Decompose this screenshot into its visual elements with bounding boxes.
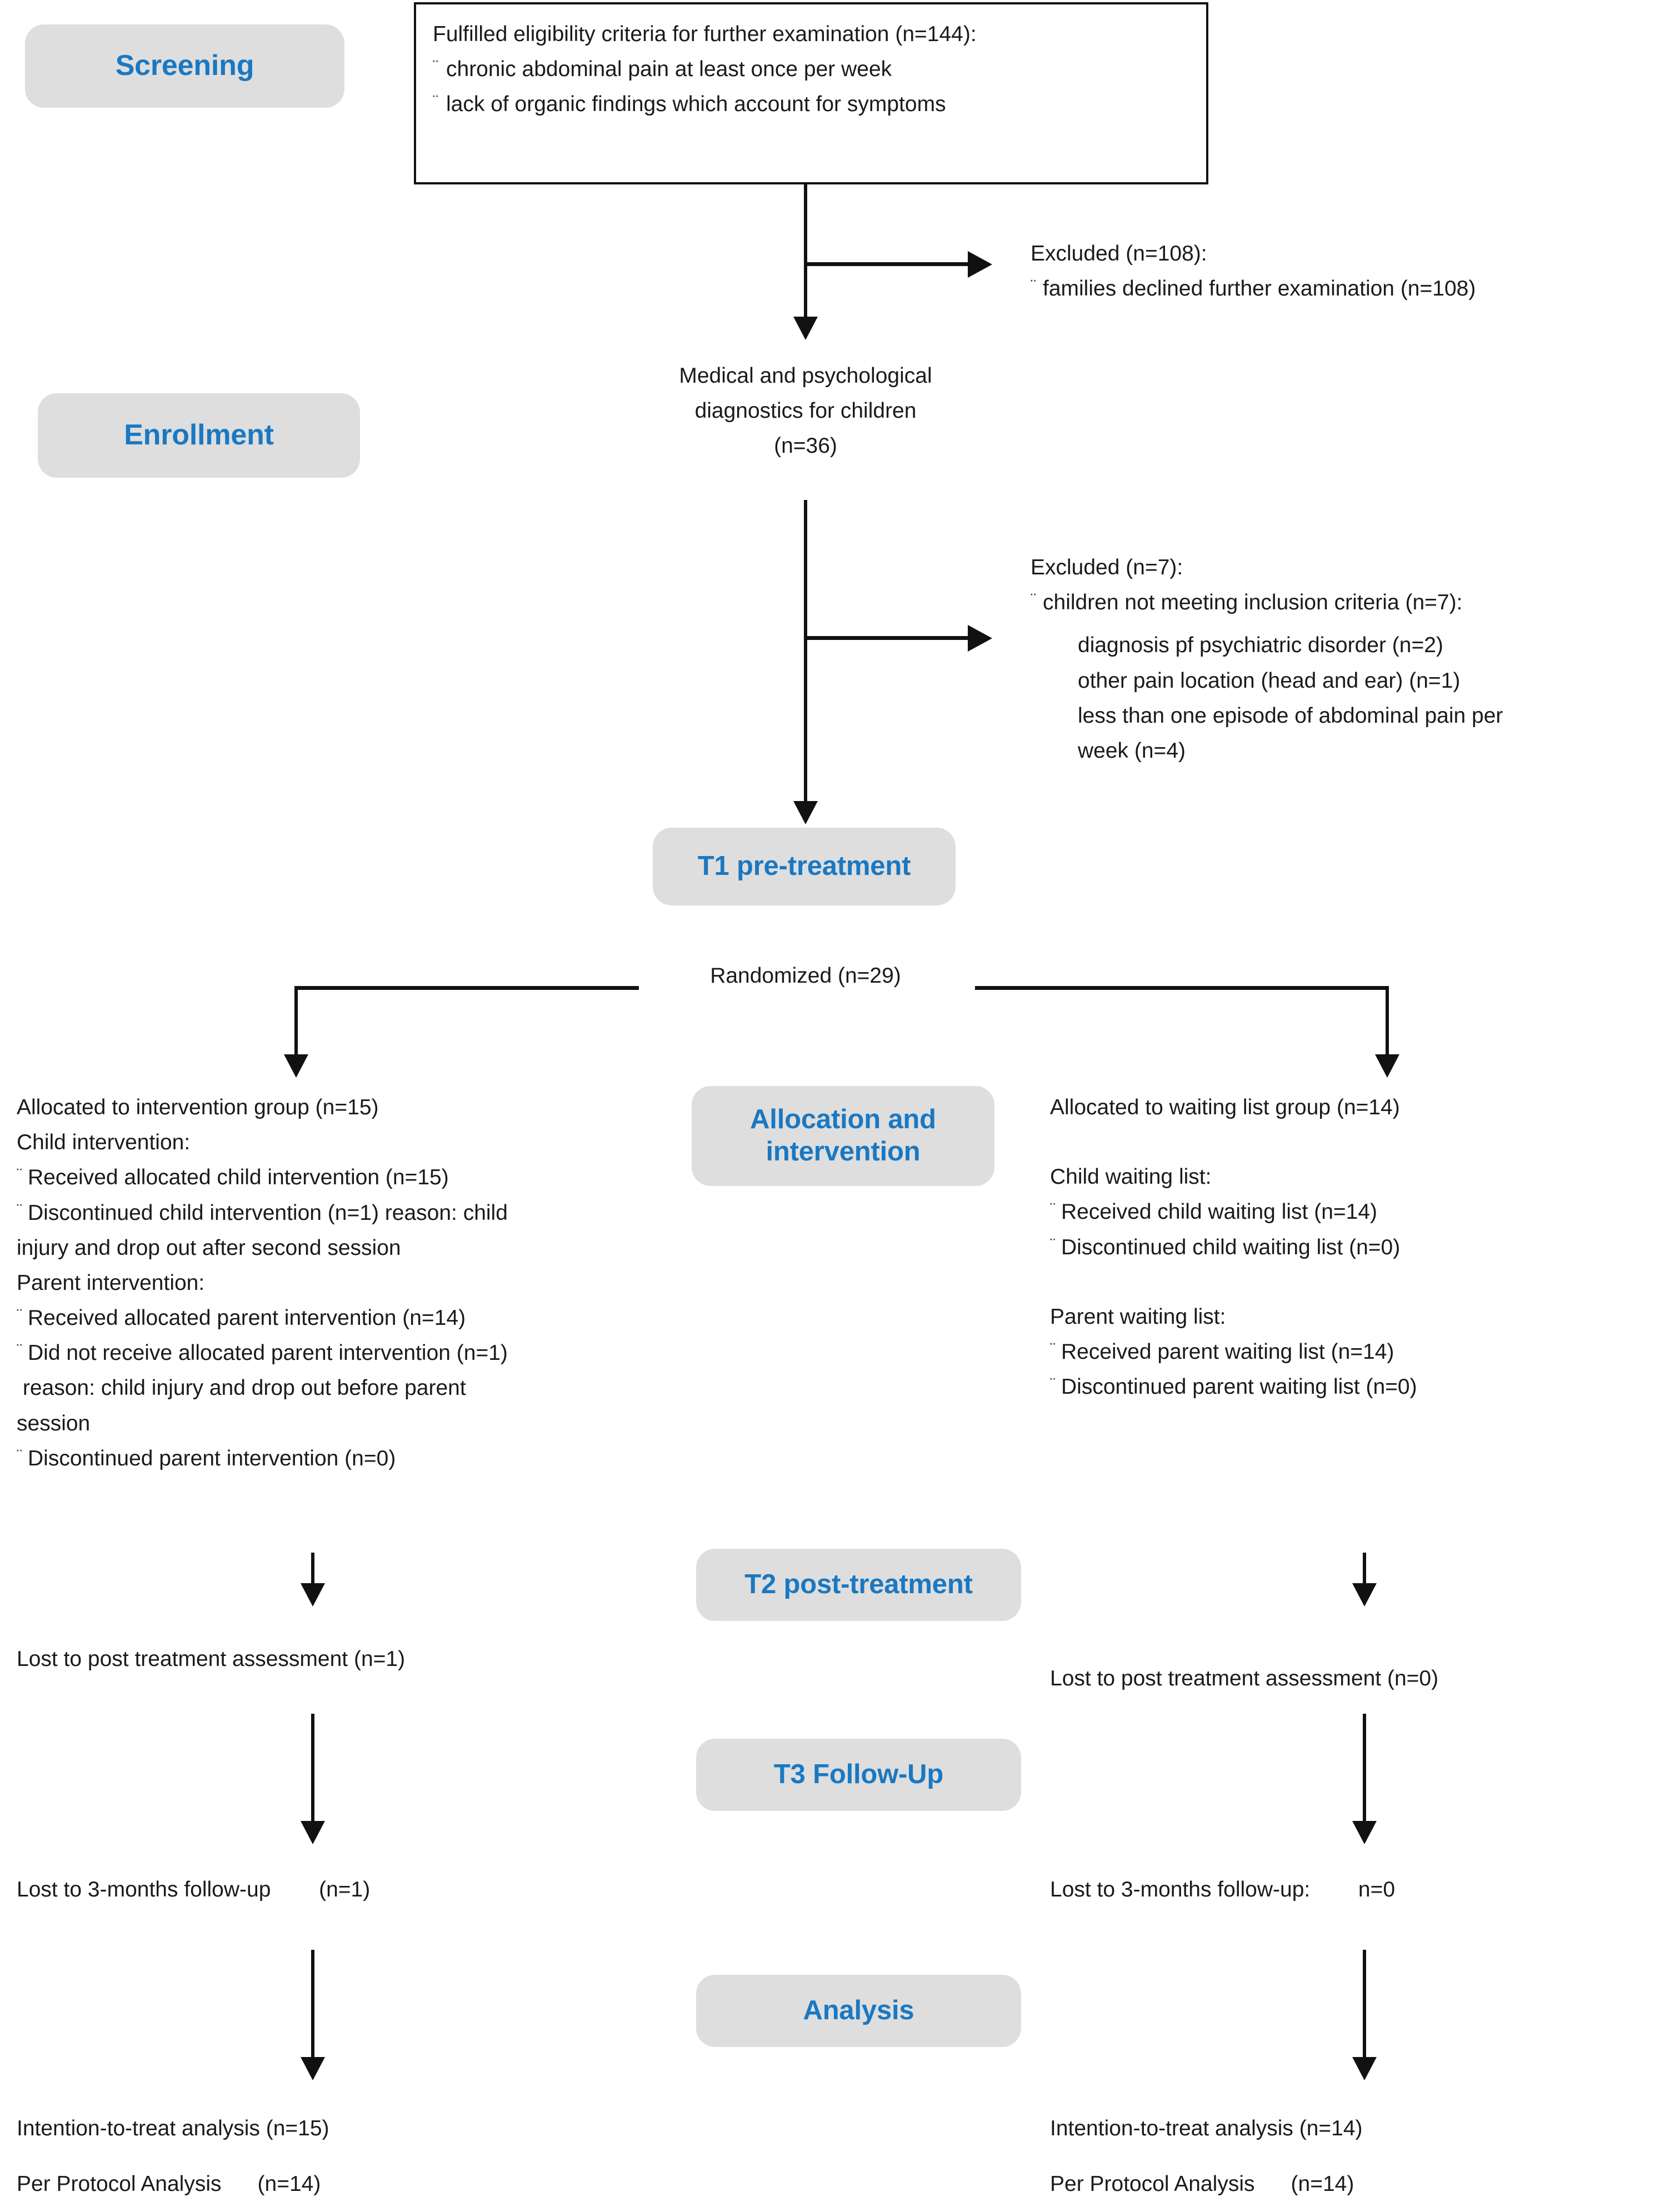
bullet-icon: ¨ [17, 1341, 22, 1360]
stage-label-screening: Screening [25, 24, 344, 108]
intervention-parent-item-1-cont: reason: child injury and drop out before… [17, 1376, 466, 1400]
intervention-parent-item-1-cont2: session [17, 1411, 91, 1435]
intervention-per-protocol-analysis: Per Protocol Analysis (n=14) [17, 2172, 321, 2196]
connector-intervention-to-lostpost [311, 1553, 314, 1587]
arrow-randomize-to-waitlist [1375, 1054, 1399, 1078]
connector-diagnostics-vertical [804, 500, 807, 811]
excluded-7-subitem-3: week (n=4) [1078, 738, 1186, 763]
bullet-icon: ¨ [433, 57, 438, 76]
bullet-icon: ¨ [1050, 1200, 1056, 1219]
arrow-waitlist-to-lostpost [1352, 1583, 1377, 1607]
connector-randomize-right-vertical [1386, 986, 1389, 1059]
intervention-parent-heading: Parent intervention: [17, 1270, 205, 1295]
intervention-allocated: Allocated to intervention group (n=15) [17, 1095, 379, 1119]
bullet-icon: ¨ [1050, 1375, 1056, 1394]
excluded-108-block: Excluded (n=108): ¨ families declined fu… [1031, 236, 1653, 306]
arrow-waitlist-to-followup [1352, 1821, 1377, 1844]
bullet-icon: ¨ [17, 1446, 22, 1465]
intervention-itt-analysis: Intention-to-treat analysis (n=15) [17, 2116, 329, 2140]
diagnostics-block: Medical and psychological diagnostics fo… [679, 364, 932, 458]
intervention-parent-item-0: Received allocated parent intervention (… [28, 1306, 466, 1330]
connector-randomize-left [294, 986, 639, 990]
stage-label-analysis-text: Analysis [803, 1995, 914, 2026]
arrow-screening-to-diagnostics [793, 317, 818, 340]
excluded-108-heading: Excluded (n=108): [1031, 242, 1207, 266]
arrow-diagnostics-to-t1 [793, 801, 818, 824]
arrow-randomize-to-intervention [284, 1054, 308, 1078]
waitlist-lost-post-treatment: Lost to post treatment assessment (n=0) [1050, 1666, 1439, 1690]
intervention-child-heading: Child intervention: [17, 1130, 191, 1155]
waitlist-per-protocol-analysis: Per Protocol Analysis (n=14) [1050, 2172, 1354, 2196]
connector-excluded2-horizontal [806, 636, 972, 640]
intervention-lost-followup: Lost to 3-months follow-up (n=1) [17, 1878, 371, 1901]
bullet-icon: ¨ [1031, 590, 1036, 609]
connector-excluded1-horizontal [806, 262, 972, 266]
arrow-waitlist-to-analysis [1352, 2057, 1377, 2080]
intervention-arm-block: Allocated to intervention group (n=15) C… [17, 1090, 672, 1476]
bullet-icon: ¨ [17, 1165, 22, 1184]
stage-label-allocation: Allocation and intervention [692, 1086, 994, 1186]
eligibility-item-0: chronic abdominal pain at least once per… [446, 57, 892, 82]
bullet-icon: ¨ [17, 1306, 22, 1325]
bullet-icon: ¨ [1050, 1339, 1056, 1358]
waitlist-child-item-0: Received child waiting list (n=14) [1061, 1200, 1378, 1224]
arrow-intervention-to-analysis [301, 2057, 325, 2080]
stage-label-enrollment: Enrollment [38, 393, 360, 478]
stage-label-t1-text: T1 pre-treatment [697, 851, 911, 882]
bullet-icon: ¨ [433, 92, 438, 111]
stage-label-t1-pre-treatment: T1 pre-treatment [653, 828, 956, 905]
intervention-parent-item-2: Discontinued parent intervention (n=0) [28, 1446, 396, 1470]
eligibility-box: Fulfilled eligibility criteria for furth… [414, 2, 1208, 184]
excluded-7-block: Excluded (n=7): ¨ children not meeting i… [1031, 550, 1658, 768]
intervention-lost-post-treatment: Lost to post treatment assessment (n=1) [17, 1647, 406, 1671]
stage-label-enrollment-text: Enrollment [124, 419, 274, 452]
connector-waitlist-to-lostpost [1363, 1553, 1366, 1587]
waitlist-allocated: Allocated to waiting list group (n=14) [1050, 1095, 1400, 1119]
arrow-intervention-to-lostpost [301, 1583, 325, 1607]
excluded-7-subitem-0: diagnosis pf psychiatric disorder (n=2) [1078, 633, 1443, 658]
eligibility-heading: Fulfilled eligibility criteria for furth… [433, 22, 977, 46]
intervention-parent-item-1: Did not receive allocated parent interve… [28, 1341, 508, 1365]
waitlist-parent-item-0: Received parent waiting list (n=14) [1061, 1339, 1394, 1364]
connector-waitlist-to-followup [1363, 1714, 1366, 1828]
intervention-child-item-1: Discontinued child intervention (n=1) re… [28, 1200, 508, 1225]
waitlist-itt-analysis: Intention-to-treat analysis (n=14) [1050, 2116, 1363, 2140]
excluded-7-subitem-1: other pain location (head and ear) (n=1) [1078, 668, 1461, 693]
arrow-intervention-to-followup [301, 1821, 325, 1844]
arrow-to-excluded-7 [968, 625, 992, 652]
waitlist-child-item-1: Discontinued child waiting list (n=0) [1061, 1235, 1401, 1259]
arrow-to-excluded-108 [968, 251, 992, 278]
connector-randomize-left-vertical [294, 986, 298, 1059]
intervention-child-item-0: Received allocated child intervention (n… [28, 1165, 449, 1190]
excluded-7-subitem-2: less than one episode of abdominal pain … [1078, 703, 1503, 728]
connector-intervention-to-analysis [311, 1950, 314, 2064]
waitlist-arm-block: Allocated to waiting list group (n=14) C… [1050, 1090, 1661, 1404]
excluded-7-item-0: children not meeting inclusion criteria … [1043, 590, 1463, 615]
connector-intervention-to-followup [311, 1714, 314, 1828]
waitlist-parent-heading: Parent waiting list: [1050, 1304, 1226, 1329]
eligibility-item-1: lack of organic findings which account f… [446, 92, 946, 117]
stage-label-allocation-text: Allocation and intervention [750, 1104, 936, 1167]
excluded-108-item-0: families declined further examination (n… [1043, 277, 1476, 301]
stage-label-t3-follow-up: T3 Follow-Up [696, 1739, 1021, 1811]
waitlist-child-heading: Child waiting list: [1050, 1165, 1212, 1189]
connector-waitlist-to-analysis [1363, 1950, 1366, 2064]
stage-label-t2-text: T2 post-treatment [744, 1569, 973, 1600]
intervention-child-item-1-cont: injury and drop out after second session [17, 1235, 401, 1260]
stage-label-t3-text: T3 Follow-Up [773, 1759, 944, 1790]
stage-label-analysis: Analysis [696, 1975, 1021, 2047]
bullet-icon: ¨ [1050, 1235, 1056, 1254]
connector-randomize-right [975, 986, 1389, 990]
randomized-label: Randomized (n=29) [710, 964, 901, 988]
stage-label-screening-text: Screening [115, 49, 254, 82]
excluded-7-heading: Excluded (n=7): [1031, 555, 1183, 579]
stage-label-t2-post-treatment: T2 post-treatment [696, 1549, 1021, 1621]
waitlist-parent-item-1: Discontinued parent waiting list (n=0) [1061, 1375, 1417, 1399]
connector-screening-vertical [804, 184, 807, 326]
bullet-icon: ¨ [17, 1200, 22, 1219]
bullet-icon: ¨ [1031, 277, 1036, 296]
waitlist-lost-followup: Lost to 3-months follow-up: n=0 [1050, 1878, 1396, 1901]
